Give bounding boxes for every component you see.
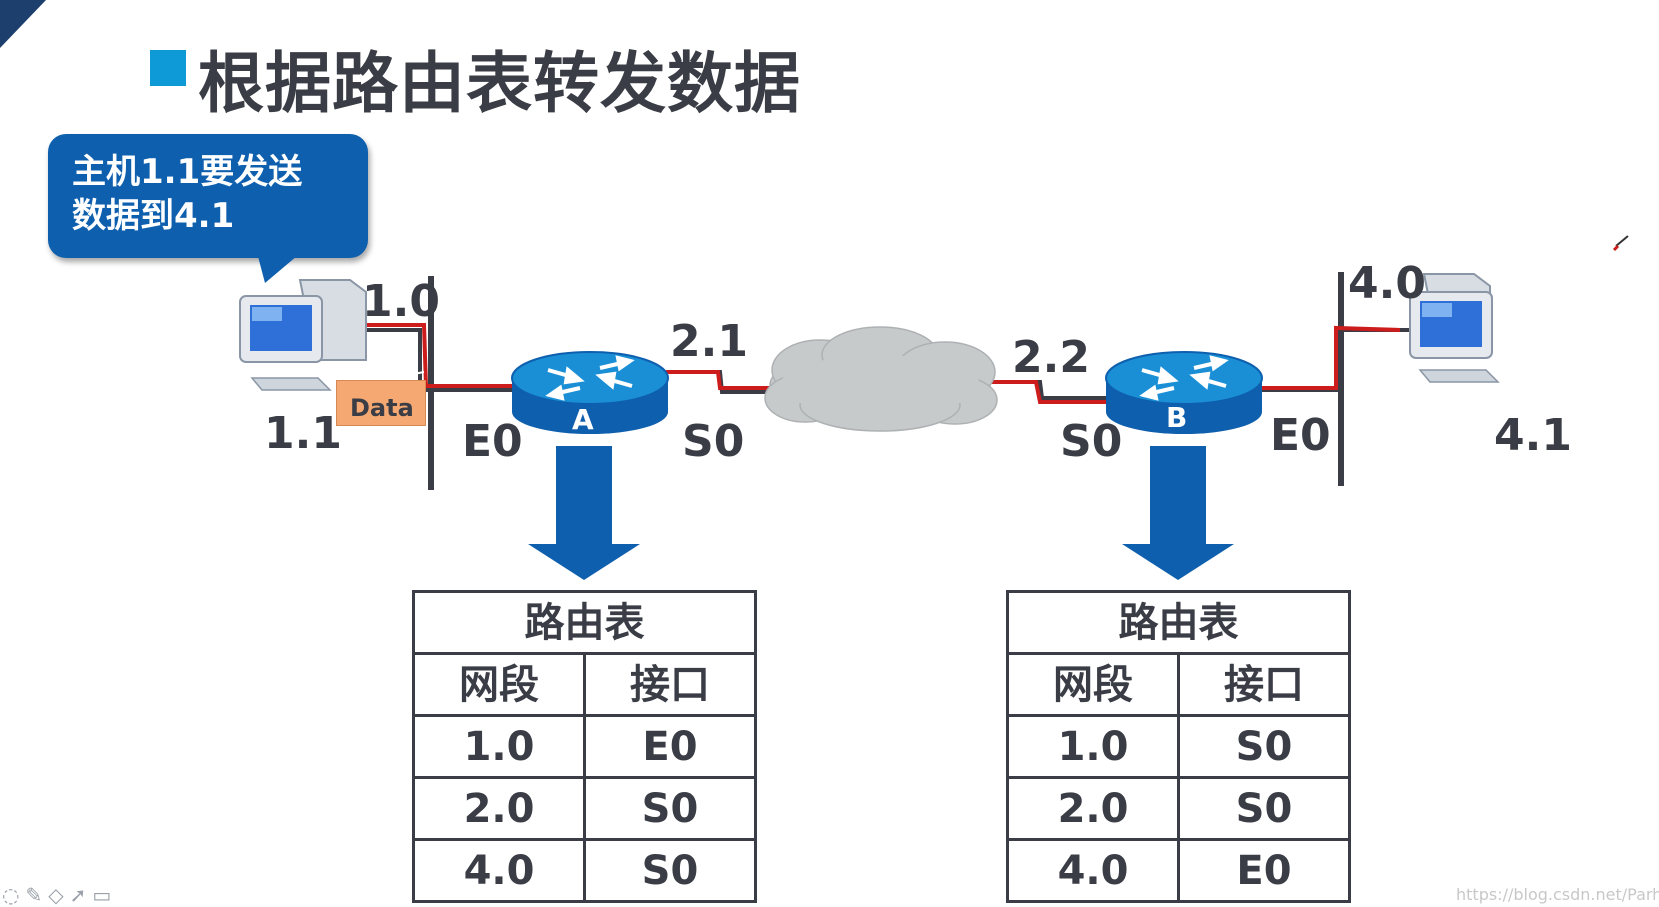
router-a-s0-label: S0: [682, 416, 745, 467]
back-icon[interactable]: ◌: [2, 883, 26, 907]
table-caption: 路由表: [412, 590, 757, 655]
callout-text: 主机1.1要发送 数据到4.1: [72, 150, 372, 238]
table-row: 2.0 S0: [1006, 776, 1351, 841]
slide-title: 根据路由表转发数据: [198, 45, 801, 122]
left-host-label: 1.1: [264, 408, 342, 459]
callout-line-1: 主机1.1要发送: [72, 152, 303, 192]
router-a-e0-label: E0: [462, 416, 523, 467]
table-cell: E0: [583, 714, 757, 779]
data-packet: [336, 380, 426, 426]
router-b-s0-address: 2.2: [1012, 332, 1090, 383]
table-cell: S0: [583, 776, 757, 841]
callout-tail: [255, 245, 310, 283]
watermark: https://blog.csdn.net/Parhoia: [1456, 885, 1659, 904]
table-cell: 4.0: [412, 838, 586, 903]
left-segment-bar: [428, 276, 434, 490]
column-header: 网段: [1006, 652, 1180, 717]
column-header: 网段: [412, 652, 586, 717]
presentation-toolbar: ◌✎◇➚▭: [2, 883, 117, 907]
left-segment-label: 1.0: [362, 276, 440, 327]
table-row: 1.0 E0: [412, 714, 757, 779]
table-cell: S0: [1177, 714, 1351, 779]
router-b-icon: [1105, 351, 1263, 434]
pen-icon[interactable]: ✎: [25, 883, 49, 907]
table-row: 4.0 S0: [412, 838, 757, 903]
left-computer-icon: [239, 279, 367, 391]
eraser-icon[interactable]: ◇: [48, 883, 70, 907]
pen-cursor-icon: [1612, 235, 1629, 252]
corner-decoration: [0, 0, 46, 48]
pointer-icon[interactable]: ➚: [69, 883, 93, 907]
cable-host-left: [364, 328, 512, 392]
router-a-name: A: [572, 403, 594, 436]
table-cell: 4.0: [1006, 838, 1180, 903]
callout-bubble: [48, 134, 368, 258]
table-cell: 2.0: [1006, 776, 1180, 841]
right-host-label: 4.1: [1494, 410, 1572, 461]
right-computer-icon: [1409, 273, 1500, 383]
table-cell: E0: [1177, 838, 1351, 903]
routing-table-b: 路由表 网段 接口 1.0 S0 2.0 S0 4.0 E0: [1006, 590, 1351, 903]
router-a-s0-address: 2.1: [670, 316, 748, 367]
table-cell: S0: [583, 838, 757, 903]
routing-table-a: 路由表 网段 接口 1.0 E0 2.0 S0 4.0 S0: [412, 590, 757, 903]
forwarding-path: [364, 323, 1401, 404]
camera-icon[interactable]: ▭: [92, 883, 118, 907]
title-bullet: [150, 50, 186, 86]
router-b-name: B: [1166, 401, 1188, 434]
table-cell: 1.0: [1006, 714, 1180, 779]
table-row: 2.0 S0: [412, 776, 757, 841]
router-b-s0-label: S0: [1060, 416, 1123, 467]
table-caption: 路由表: [1006, 590, 1351, 655]
table-row: 1.0 S0: [1006, 714, 1351, 779]
table-row: 4.0 E0: [1006, 838, 1351, 903]
column-header: 接口: [583, 652, 757, 717]
down-arrow-icon-b: [1122, 446, 1234, 580]
callout-line-2: 数据到4.1: [72, 196, 235, 236]
right-segment-label: 4.0: [1348, 258, 1426, 309]
down-arrow-icon-a: [528, 446, 640, 580]
data-packet-label: Data: [350, 394, 414, 422]
table-cell: 2.0: [412, 776, 586, 841]
right-segment-bar: [1338, 272, 1344, 486]
table-cell: S0: [1177, 776, 1351, 841]
column-header: 接口: [1177, 652, 1351, 717]
router-b-e0-label: E0: [1270, 410, 1331, 461]
table-cell: 1.0: [412, 714, 586, 779]
router-a-icon: [511, 351, 669, 434]
